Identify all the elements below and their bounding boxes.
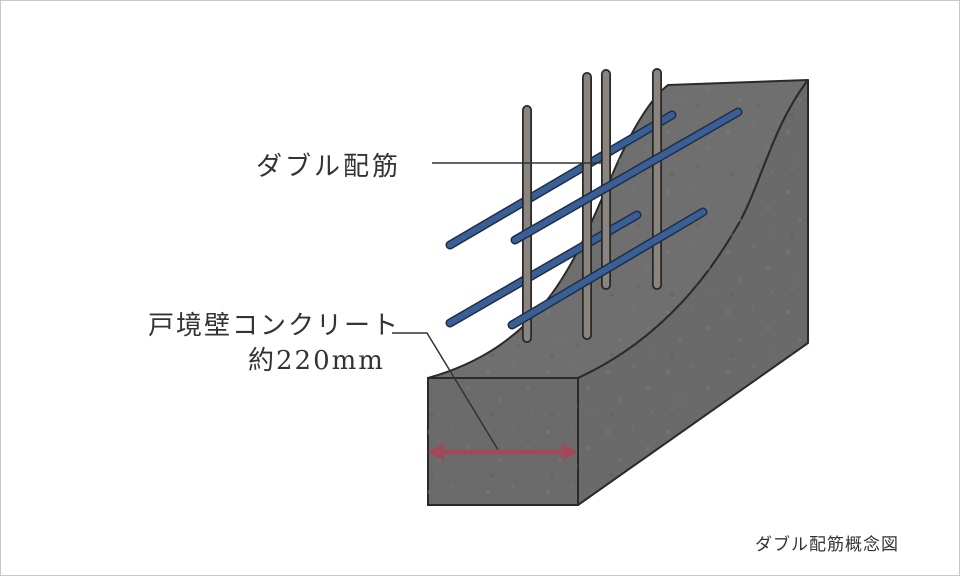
thickness-label: 約220mm — [248, 346, 385, 376]
horizontal-rebars-front — [507, 107, 743, 330]
thickness-dimension-arrow — [428, 443, 578, 461]
figure-caption: ダブル配筋概念図 — [755, 535, 899, 555]
wall-leader-line — [392, 332, 501, 454]
wall-material-label: 戸境壁コンクリート — [148, 311, 401, 341]
vertical-rebars — [522, 68, 662, 343]
rebar-label: ダブル配筋 — [256, 152, 402, 182]
